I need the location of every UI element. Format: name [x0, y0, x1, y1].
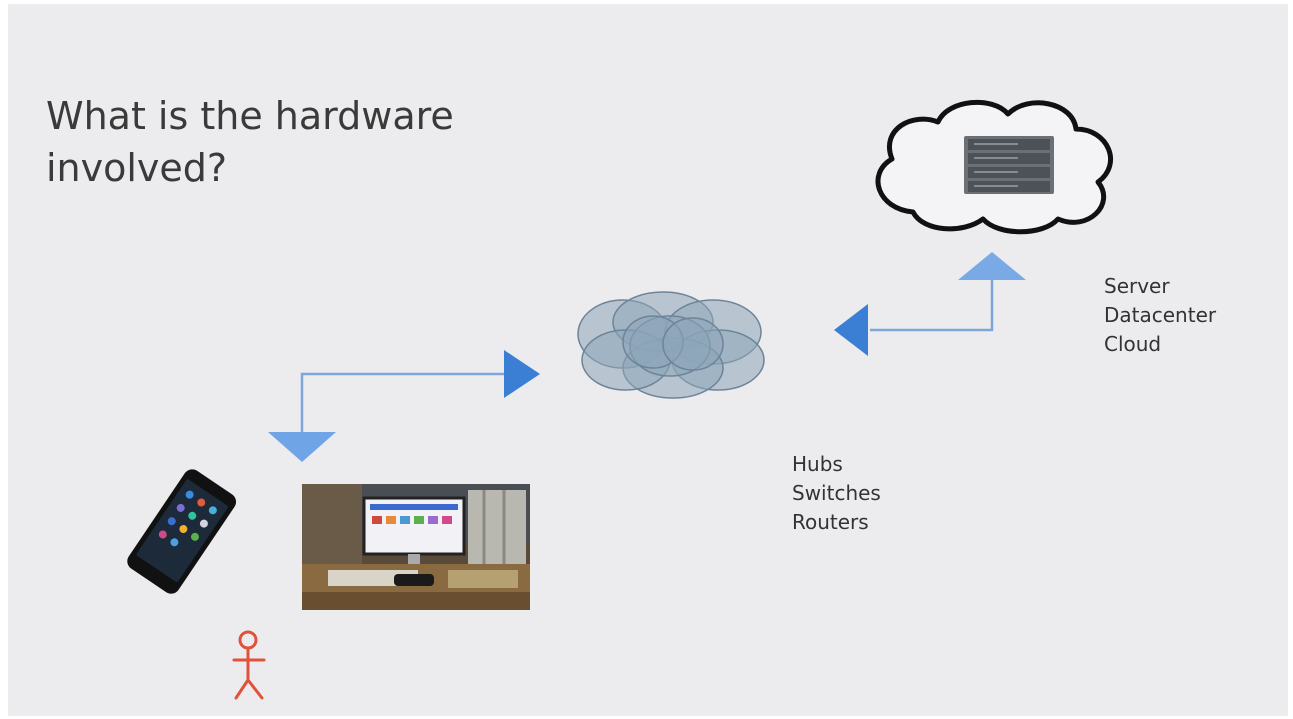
network-labels: Hubs Switches Routers	[792, 450, 881, 537]
server-labels: Server Datacenter Cloud	[1104, 272, 1216, 359]
smartphone-icon	[127, 469, 237, 594]
slide-title: What is the hardware involved?	[46, 90, 454, 194]
server-network-connector	[834, 252, 1026, 356]
network-device-connector	[268, 350, 540, 462]
server-rack-icon	[964, 136, 1054, 194]
arrow-left-icon	[834, 304, 868, 356]
label-switches: Switches	[792, 481, 881, 505]
label-hubs: Hubs	[792, 452, 843, 476]
label-cloud: Cloud	[1104, 332, 1162, 356]
title-line-2: involved?	[46, 146, 228, 190]
slide: What is the hardware involved?	[8, 4, 1288, 716]
diagram-canvas	[127, 99, 1114, 700]
arrow-up-icon	[958, 252, 1026, 280]
label-datacenter: Datacenter	[1104, 303, 1217, 327]
label-routers: Routers	[792, 510, 869, 534]
cloud-server-icon	[875, 99, 1114, 235]
label-server: Server	[1104, 274, 1170, 298]
stick-figure-icon	[232, 630, 266, 700]
arrow-down-icon	[268, 432, 336, 462]
title-line-1: What is the hardware	[46, 94, 454, 138]
desktop-computer-photo	[302, 484, 530, 610]
arrow-right-icon	[504, 350, 540, 398]
network-cloud-icon	[577, 291, 765, 399]
